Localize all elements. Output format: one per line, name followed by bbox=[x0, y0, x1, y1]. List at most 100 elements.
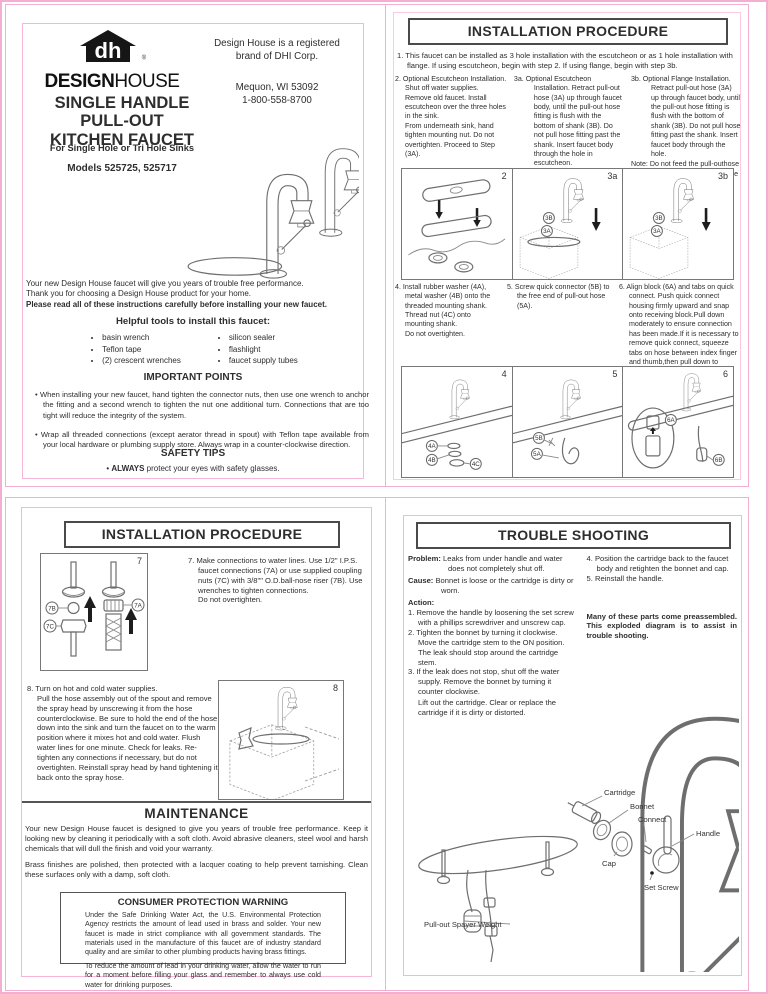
diagram-grid-4-5-6: 4 4A 4B 4C 5 5B bbox=[401, 366, 734, 478]
svg-text:5A: 5A bbox=[533, 451, 541, 458]
tools-heading: Helpful tools to install this faucet: bbox=[115, 316, 271, 327]
product-title: SINGLE HANDLE PULL-OUT KITCHEN FAUCET bbox=[50, 94, 194, 149]
preassembled-note: Many of these parts come preassembled. T… bbox=[586, 611, 737, 641]
maintenance-heading: MAINTENANCE bbox=[144, 806, 249, 821]
tool-item: faucet supply tubes bbox=[229, 355, 298, 367]
intro-line-3: Please read all of these instructions ca… bbox=[26, 300, 327, 309]
step-8-text: 8. Turn on hot and cold water supplies. … bbox=[27, 684, 218, 782]
installation2-title: INSTALLATION PROCEDURE bbox=[64, 521, 340, 548]
bonnet-label: Bonnet bbox=[630, 802, 655, 811]
maintenance-paragraph-2: Brass finishes are polished, then protec… bbox=[25, 860, 368, 879]
cartridge-part bbox=[567, 801, 602, 824]
brand-registered-text: Design House is a registered brand of DH… bbox=[214, 38, 340, 62]
important-points-heading: IMPORTANT POINTS bbox=[143, 372, 243, 383]
svg-text:4C: 4C bbox=[472, 461, 480, 468]
tool-item: (2) crescent wrenches bbox=[102, 355, 181, 367]
important-point: When installing your new faucet, hand ti… bbox=[35, 390, 369, 421]
troubleshooting-title: TROUBLE SHOOTING bbox=[416, 522, 731, 549]
maintenance-section: MAINTENANCE bbox=[22, 801, 371, 821]
installation1-title: INSTALLATION PROCEDURE bbox=[408, 18, 728, 45]
tool-item: Teflon tape bbox=[102, 344, 181, 356]
cover-page: dh ® DESIGNHOUSE Design House is a regis… bbox=[5, 4, 386, 487]
important-point: Wrap all threaded connections (except ae… bbox=[35, 430, 369, 451]
cover-faucet-illustration bbox=[187, 136, 359, 282]
panel-number: 3b bbox=[718, 171, 729, 181]
flush-lines-drawing bbox=[219, 681, 340, 799]
tool-item: silicon sealer bbox=[229, 332, 298, 344]
troubleshooting-columns: Problem: Leaks from under handle and wat… bbox=[408, 554, 737, 718]
intro-line-1: Your new Design House faucet will give y… bbox=[26, 279, 304, 288]
safety-tips-heading: SAFETY TIPS bbox=[160, 448, 226, 459]
problem-line: Problem: Leaks from under handle and wat… bbox=[408, 554, 563, 573]
brand-address: Mequon, WI 53092 1-800-558-8700 bbox=[235, 82, 319, 106]
cap-label: Cap bbox=[602, 859, 616, 868]
diagram-panel-4: 4 4A 4B 4C bbox=[402, 367, 513, 477]
tools-column-2: silicon sealer flashlight faucet supply … bbox=[215, 332, 298, 367]
step-3a-text: 3a. Optional Escutcheon Installation. Re… bbox=[513, 75, 622, 168]
step-7-text: 7. Make connections to water lines. Use … bbox=[188, 556, 363, 605]
cause-line: Cause: Bonnet is loose or the cartridge … bbox=[408, 575, 574, 595]
weight-label: Pull-out Spayer Weight bbox=[424, 920, 502, 929]
escutcheon-exploded-drawing bbox=[408, 179, 506, 273]
tools-lists: basin wrench Teflon tape (2) crescent wr… bbox=[23, 332, 363, 367]
svg-text:7A: 7A bbox=[134, 602, 142, 609]
svg-text:3B: 3B bbox=[655, 215, 663, 222]
action-step: 1. Remove the handle by loosening the se… bbox=[408, 608, 574, 628]
panel-number: 6 bbox=[723, 369, 729, 379]
panel-number: 8 bbox=[332, 683, 338, 693]
step-3b-text: 3b. Optional Flange Installation. Retrac… bbox=[630, 75, 741, 158]
exploded-faucet-diagram: Cartridge Bonnet Connect Handle Cap Set … bbox=[418, 674, 739, 972]
installation-page-1: INSTALLATION PROCEDURE 1. This faucet ca… bbox=[385, 4, 749, 487]
tools-column-1: basin wrench Teflon tape (2) crescent wr… bbox=[88, 332, 181, 367]
action-label: Action: bbox=[408, 598, 435, 608]
svg-text:7C: 7C bbox=[46, 623, 54, 630]
registered-mark: ® bbox=[141, 55, 147, 62]
step-5-text: 5. Screw quick connector (5B) to the fre… bbox=[506, 283, 610, 310]
handle-label: Handle bbox=[696, 829, 720, 838]
set-screw-part bbox=[650, 871, 654, 875]
consumer-warning-paragraph-1: Under the Safe Drinking Water Act, the U… bbox=[85, 911, 321, 957]
cap-part bbox=[611, 831, 633, 857]
troubleshooting-right-column: 4. Position the cartridge back to the fa… bbox=[587, 554, 737, 718]
tool-item: flashlight bbox=[229, 344, 298, 356]
diagram-panel-5: 5 5B 5A bbox=[512, 367, 624, 477]
svg-text:7B: 7B bbox=[48, 605, 56, 612]
water-line-connection-drawing: 7B 7C 7A bbox=[43, 561, 145, 657]
handle-part bbox=[652, 815, 680, 874]
svg-text:6B: 6B bbox=[715, 457, 723, 464]
panel-number: 2 bbox=[501, 171, 507, 181]
panel-number: 5 bbox=[612, 369, 618, 379]
bonnet-part bbox=[592, 819, 612, 841]
step-4-text: 4. Install rubber washer (4A), metal was… bbox=[395, 283, 491, 338]
diagram-panel-2: 2 bbox=[402, 169, 513, 279]
consumer-warning-heading: CONSUMER PROTECTION WARNING bbox=[117, 897, 289, 908]
panel-number: 3a bbox=[607, 171, 618, 181]
important-points-list: When installing your new faucet, hand ti… bbox=[25, 390, 369, 459]
installation2-content-box: INSTALLATION PROCEDURE 7 7B bbox=[21, 507, 372, 989]
troubleshooting-page: TROUBLE SHOOTING Problem: Leaks from und… bbox=[385, 497, 749, 991]
svg-text:5B: 5B bbox=[535, 435, 543, 442]
troubleshooting-content-box: TROUBLE SHOOTING Problem: Leaks from und… bbox=[403, 515, 742, 976]
diagram-panel-3b: 3b 3B 3A bbox=[623, 169, 733, 279]
troubleshooting-left-column: Problem: Leaks from under handle and wat… bbox=[408, 554, 577, 718]
model-numbers: Models 525725, 525717 bbox=[67, 163, 177, 174]
designhouse-logo-icon: dh bbox=[79, 30, 136, 63]
tool-item: basin wrench bbox=[102, 332, 181, 344]
washer-install-drawing: 4A 4B 4C bbox=[402, 367, 512, 470]
step-1-text: 1. This faucet can be installed as 3 hol… bbox=[397, 51, 733, 70]
logo-wordmark: DESIGNHOUSE bbox=[44, 71, 180, 92]
diagram-grid-2-3a-3b: 2 3a bbox=[401, 168, 734, 280]
action-step: 5. Reinstall the handle. bbox=[586, 573, 664, 583]
cartridge-label: Cartridge bbox=[604, 788, 635, 797]
faucet-install-drawing-3b: 3B 3A bbox=[623, 169, 712, 279]
diagram-panel-3a: 3a 3B 3A bbox=[513, 169, 624, 279]
action-step: 4. Position the cartridge back to the fa… bbox=[586, 554, 729, 573]
set-screw-label: Set Screw bbox=[644, 883, 679, 892]
step-2-text: 2. Optional Escutcheon Installation. Shu… bbox=[395, 75, 507, 158]
quick-connector-drawing: 5B 5A bbox=[512, 367, 623, 465]
svg-text:4A: 4A bbox=[428, 443, 436, 450]
logo-monogram: dh bbox=[94, 38, 121, 63]
action-step: Lift out the cartridge. Clear or replace… bbox=[418, 698, 557, 717]
svg-text:6A: 6A bbox=[667, 417, 675, 424]
consumer-warning-box: CONSUMER PROTECTION WARNING Under the Sa… bbox=[60, 892, 346, 989]
